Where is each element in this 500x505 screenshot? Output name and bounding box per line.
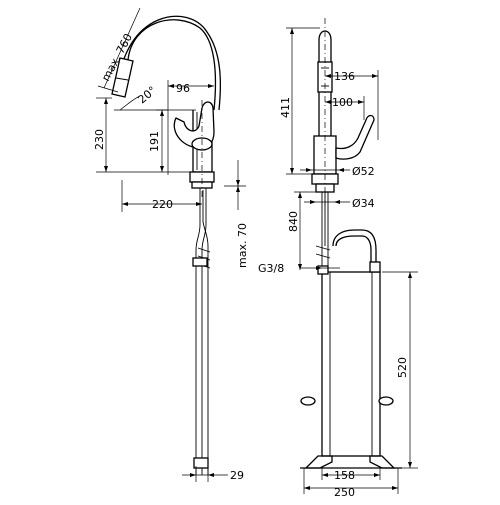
label-220: 220: [152, 198, 173, 211]
dimension-29: 29: [182, 466, 244, 482]
label-158: 158: [334, 469, 355, 482]
left-mount: [300, 396, 316, 406]
lever-handle: [173, 101, 215, 149]
dimension-220: 220: [121, 180, 202, 212]
label-29: 29: [230, 469, 244, 482]
label-191: 191: [148, 131, 161, 152]
dimension-250: 250: [303, 468, 399, 499]
label-136: 136: [334, 70, 355, 83]
dimension-96: 96: [167, 80, 214, 175]
label-520: 520: [396, 357, 409, 378]
label-840: 840: [287, 211, 300, 232]
dimension-158: 158: [321, 468, 381, 482]
dimension-840: 840: [287, 191, 316, 270]
label-dia34: Ø34: [352, 197, 375, 210]
arrowheads: [104, 28, 412, 490]
filter-housing: [300, 261, 402, 469]
dimension-136: 136: [325, 70, 379, 140]
dimension-max-70: max. 70: [224, 160, 249, 268]
label-dia52: Ø52: [352, 165, 375, 178]
faucet-side-view: [111, 15, 222, 475]
label-max-70: max. 70: [236, 223, 249, 268]
label-100: 100: [332, 96, 353, 109]
spray-head: [111, 57, 134, 98]
dimension-411: 411: [279, 27, 320, 175]
dimension-520: 520: [382, 271, 418, 469]
label-angle-20: 20°: [136, 84, 159, 106]
faucet-front-view: [311, 18, 377, 270]
label-96: 96: [176, 82, 190, 95]
label-g38: G3/8: [258, 262, 284, 275]
dimension-100: 100: [325, 96, 365, 120]
label-230: 230: [93, 129, 106, 150]
dimension-191: 191: [148, 109, 196, 172]
label-250: 250: [334, 486, 355, 499]
label-411: 411: [279, 97, 292, 118]
dimension-230: 230: [93, 97, 190, 173]
front-lever: [335, 114, 375, 160]
right-mount: [378, 396, 394, 406]
